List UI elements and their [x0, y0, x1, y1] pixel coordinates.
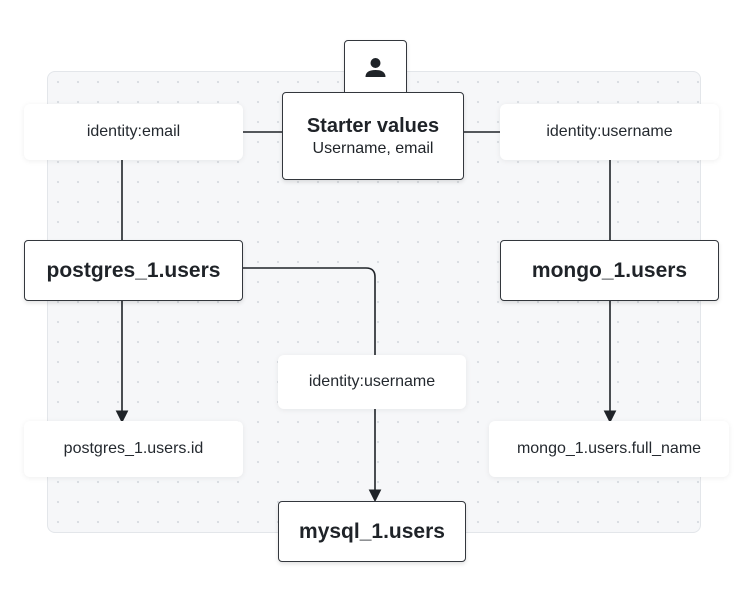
- edge-label-email: identity:email: [24, 104, 243, 160]
- starter-values-node[interactable]: Starter values Username, email: [282, 92, 464, 180]
- user-icon: [365, 57, 385, 77]
- target-mongo-users-full-name: mongo_1.users.full_name: [489, 421, 729, 477]
- edge-label-username-mid: identity:username: [278, 355, 466, 409]
- postgres-users-node[interactable]: postgres_1.users: [24, 240, 243, 301]
- edge-label-username-right: identity:username: [500, 104, 719, 160]
- edge-postgres-to-mysql: [243, 267, 382, 503]
- starter-values-title: Starter values: [306, 114, 440, 137]
- starter-values-subtitle: Username, email: [312, 139, 434, 157]
- mongo-users-node[interactable]: mongo_1.users: [500, 240, 719, 301]
- mysql-users-node[interactable]: mysql_1.users: [278, 501, 466, 562]
- target-postgres-users-id: postgres_1.users.id: [24, 421, 243, 477]
